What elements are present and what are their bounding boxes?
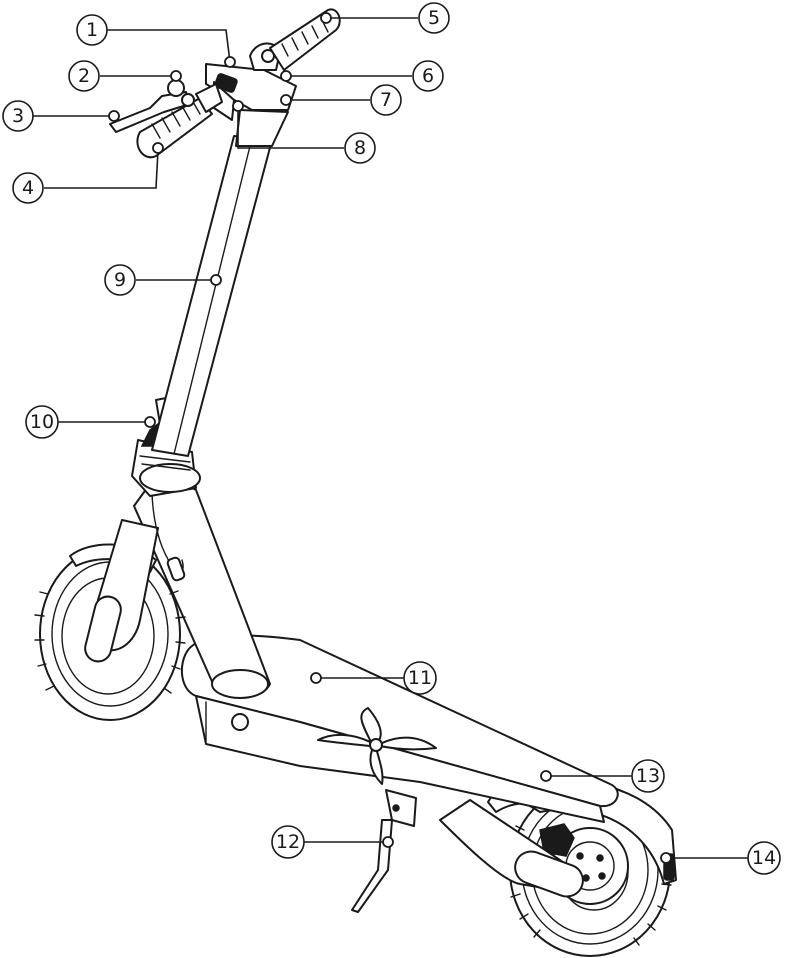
callout-4: 4	[13, 173, 43, 203]
callout-3-label: 3	[12, 105, 24, 127]
callout-11-label: 11	[408, 667, 432, 689]
anchor-dot-7	[281, 95, 291, 105]
callout-8-label: 8	[354, 137, 366, 159]
anchor-dot-11	[311, 673, 321, 683]
anchor-dot-10	[145, 417, 155, 427]
callout-10-label: 10	[30, 411, 54, 433]
anchor-dot-1	[225, 57, 235, 67]
anchor-dot-3	[109, 111, 119, 121]
anchor-dot-12	[383, 837, 393, 847]
callout-2-label: 2	[78, 65, 90, 87]
callout-5-label: 5	[428, 7, 440, 29]
anchor-dot-2	[171, 71, 181, 81]
anchor-dot-6	[281, 71, 291, 81]
callout-1-label: 1	[86, 19, 98, 41]
callout-5: 5	[419, 3, 449, 33]
callout-11: 11	[404, 662, 436, 694]
kickstand	[352, 790, 416, 912]
anchor-dot-4	[153, 143, 163, 153]
callout-9: 9	[105, 265, 135, 295]
callout-13-label: 13	[636, 765, 660, 787]
callout-2: 2	[69, 61, 99, 91]
callout-14-label: 14	[752, 847, 776, 869]
anchor-dot-8	[233, 101, 243, 111]
callout-13: 13	[632, 760, 664, 792]
anchor-dot-14	[661, 853, 671, 863]
callout-6: 6	[413, 61, 443, 91]
callout-9-label: 9	[114, 269, 126, 291]
callout-12-label: 12	[276, 831, 300, 853]
anchor-dot-9	[211, 275, 221, 285]
callout-10: 10	[26, 406, 58, 438]
stem	[152, 136, 272, 456]
callout-3: 3	[3, 101, 33, 131]
anchor-dot-13	[541, 771, 551, 781]
callout-1: 1	[77, 15, 107, 45]
callout-4-label: 4	[22, 177, 34, 199]
leader-1	[106, 30, 230, 62]
callout-8: 8	[345, 133, 375, 163]
callout-7-label: 7	[380, 89, 392, 111]
anchor-dot-5	[321, 13, 331, 23]
leader-4	[44, 150, 158, 188]
callout-14: 14	[748, 842, 780, 874]
callout-6-label: 6	[422, 65, 434, 87]
callout-7: 7	[371, 85, 401, 115]
callout-12: 12	[272, 826, 304, 858]
